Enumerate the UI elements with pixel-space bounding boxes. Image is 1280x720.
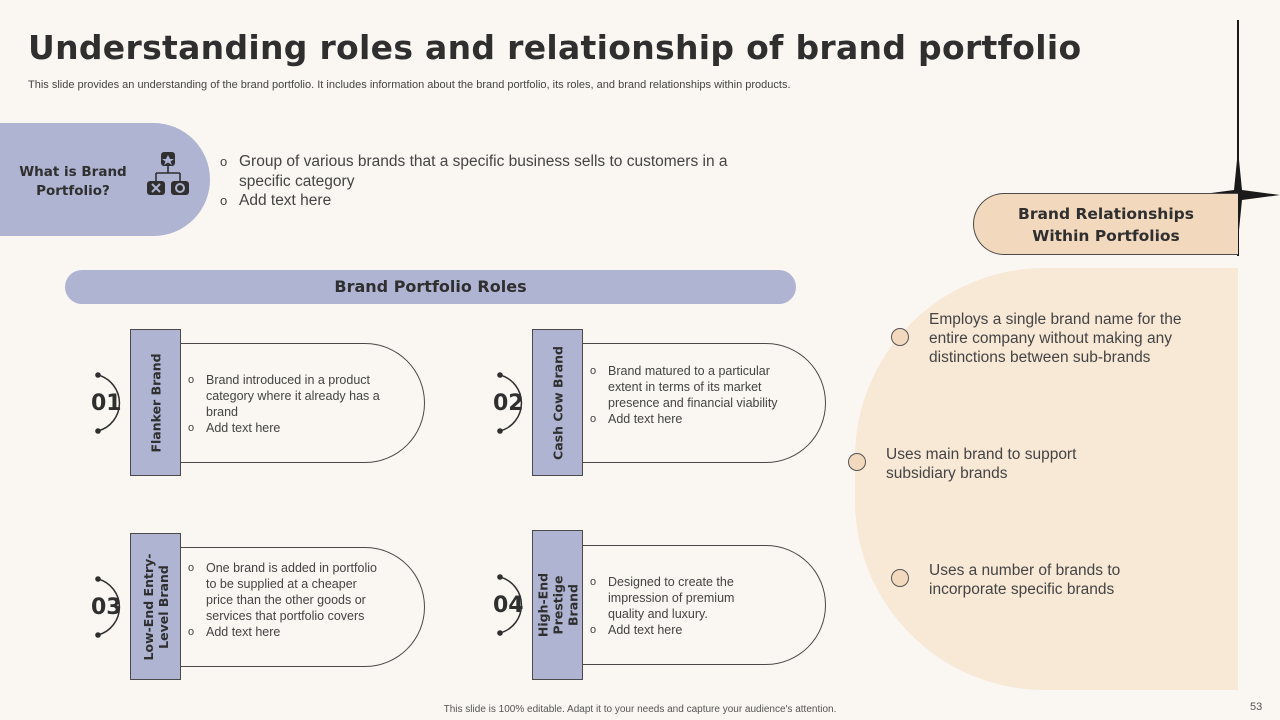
- role-01-number: 01: [91, 391, 122, 416]
- relationship-3-text: Uses a number of brands to incorporate s…: [929, 562, 1121, 598]
- role-01-arc: [95, 372, 121, 434]
- decorative-vertical-line: [1237, 20, 1239, 256]
- what-bullet-1: Group of various brands that a specific …: [239, 153, 728, 190]
- role-02-bullet-1: Brand matured to a particular extent in …: [608, 364, 778, 410]
- page-title: Understanding roles and relationship of …: [28, 28, 1082, 67]
- footer-note: This slide is 100% editable. Adapt it to…: [443, 704, 837, 715]
- role-02-label: Cash Cow Brand: [550, 345, 565, 460]
- role-03-bullet-2: Add text here: [206, 625, 281, 639]
- role-03-number: 03: [91, 595, 122, 620]
- star-icon: [1196, 150, 1280, 240]
- role-02-number: 02: [493, 391, 524, 416]
- role-01-bullet-1: Brand introduced in a product category w…: [206, 373, 380, 419]
- role-01-side-bar: Flanker Brand: [130, 329, 181, 476]
- brand-hierarchy-icon: [147, 152, 189, 195]
- page-subtitle: This slide provides an understanding of …: [28, 79, 791, 91]
- relationships-background: [855, 268, 1238, 690]
- role-04-label: High-End Prestige Brand: [535, 572, 580, 638]
- role-03-label: Low-End Entry-Level Brand: [140, 553, 171, 660]
- role-04-bullet-1: Designed to create the impression of pre…: [608, 575, 735, 621]
- page-number: 53: [1250, 701, 1263, 713]
- role-02-arc: [497, 372, 523, 434]
- relationship-1-dot: [891, 328, 909, 346]
- role-04-arc: [497, 574, 523, 636]
- what-bullet-2: Add text here: [239, 192, 332, 209]
- role-01-card: [176, 343, 425, 463]
- role-04-card: [578, 545, 826, 665]
- relationship-1-text: Employs a single brand name for the enti…: [929, 311, 1182, 366]
- role-04-side-bar: High-End Prestige Brand: [532, 530, 583, 680]
- role-04-number: 04: [493, 593, 524, 618]
- relationship-3-dot: [891, 569, 909, 587]
- role-01-label: Flanker Brand: [148, 352, 163, 453]
- brand-portfolio-roles-header: Brand Portfolio Roles: [65, 270, 796, 304]
- relationship-2-text: Uses main brand to support subsidiary br…: [886, 446, 1077, 482]
- what-is-brand-portfolio-label: What is Brand Portfolio?: [19, 164, 127, 199]
- role-03-bullet-1: One brand is added in portfolio to be su…: [206, 561, 377, 623]
- role-01-bullet-2: Add text here: [206, 421, 281, 435]
- role-02-bullet-2: Add text here: [608, 412, 683, 426]
- role-02-card: [578, 343, 826, 463]
- role-03-card: [176, 547, 425, 667]
- role-04-bullet-2: Add text here: [608, 623, 683, 637]
- what-is-brand-portfolio-panel: What is Brand Portfolio?: [0, 123, 210, 236]
- role-03-arc: [95, 576, 121, 638]
- brand-relationships-header: Brand Relationships Within Portfolios: [973, 193, 1238, 255]
- relationship-2-dot: [848, 453, 866, 471]
- role-02-side-bar: Cash Cow Brand: [532, 329, 583, 476]
- role-03-side-bar: Low-End Entry-Level Brand: [130, 533, 181, 680]
